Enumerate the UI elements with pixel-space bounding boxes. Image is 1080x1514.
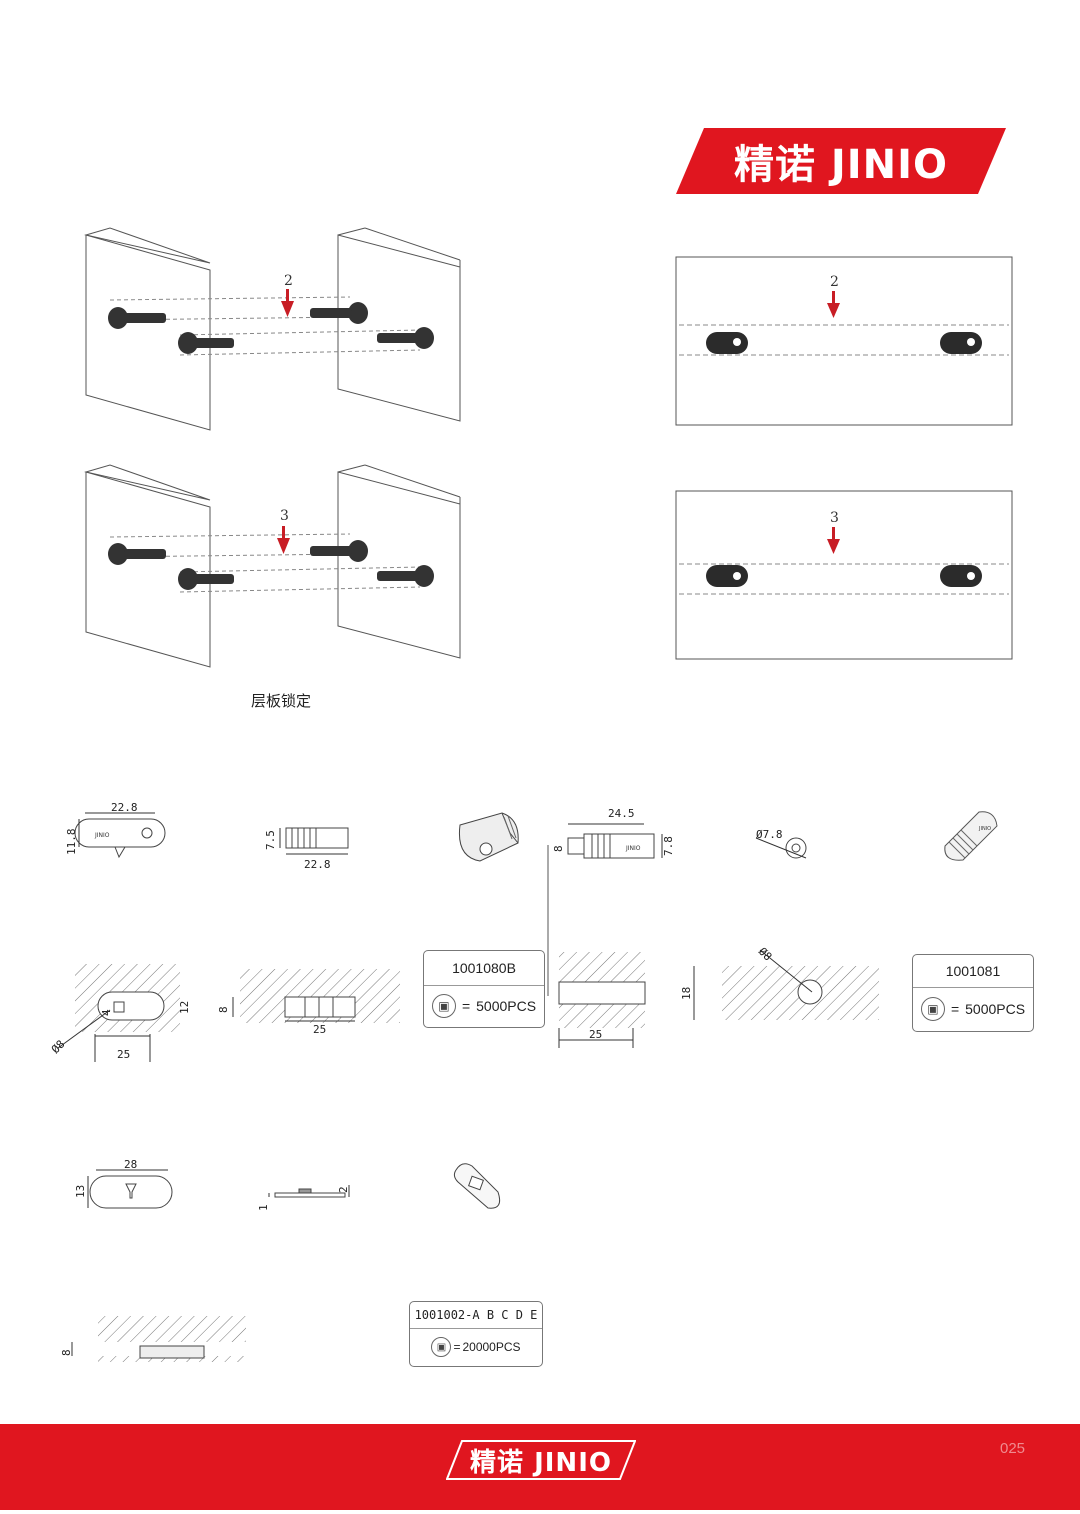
package-box-icon: ▣: [431, 1337, 452, 1357]
package-box-icon: ▣: [920, 997, 945, 1021]
section-drawing-2: 8 25: [217, 969, 400, 1036]
product-code-box: 1001081 ▣ = 5000PCS: [912, 954, 1034, 1032]
dimension-label: 1: [257, 1204, 270, 1211]
footer-brand-logo: 精诺 JINIO: [446, 1440, 636, 1480]
dimension-label: Ø8: [50, 1038, 67, 1057]
section-drawing-4: Ø8 18: [680, 945, 879, 1020]
dimension-label: 25: [117, 1048, 130, 1061]
section-drawing-5: 8: [60, 1316, 246, 1362]
dimension-label: 25: [313, 1023, 326, 1036]
dimension-label: Ø7.8: [756, 828, 783, 841]
equals-sign: =: [453, 1340, 461, 1354]
equals-sign: =: [461, 998, 471, 1014]
product-code: 1001081: [913, 955, 1033, 988]
package-quantity: 5000PCS: [476, 998, 537, 1014]
product-code: 1001080B: [424, 951, 544, 986]
cover-plate-side-drawing: 2 1: [257, 1185, 350, 1211]
down-arrow-icon: [277, 526, 290, 554]
dimension-label: 8: [217, 1006, 230, 1013]
dimension-label: 24.5: [608, 807, 635, 820]
bore-circle-drawing: Ø7.8: [755, 828, 807, 859]
dimension-label: 7.8: [662, 836, 675, 856]
brand-name: 精诺 JINIO: [733, 142, 949, 188]
package-quantity: 5000PCS: [965, 1001, 1026, 1017]
dimension-label: 13: [74, 1185, 87, 1198]
assembly-diagram-step-3: 3: [84, 464, 461, 668]
down-arrow-icon: [827, 291, 840, 318]
down-arrow-icon: [827, 527, 840, 554]
equals-sign: =: [950, 1001, 960, 1017]
dimension-label: 25: [589, 1028, 602, 1041]
section-drawing-3: 25: [558, 952, 646, 1048]
section-caption: 层板锁定: [251, 692, 312, 710]
package-quantity: 20000PCS: [462, 1340, 521, 1354]
package-box-icon: ▣: [431, 994, 456, 1018]
step-number: 2: [830, 274, 839, 290]
dimension-label: 18: [680, 987, 693, 1000]
brand-logo: 精诺 JINIO: [676, 128, 1006, 194]
dimension-label: 8: [60, 1349, 73, 1356]
dimension-label: 2: [337, 1186, 350, 1193]
front-view-step-2: 2: [675, 256, 1013, 426]
section-drawing-1: 25 4 12 Ø8: [50, 964, 191, 1062]
front-view-step-3: 3: [675, 490, 1013, 660]
dimension-label: 28: [124, 1160, 137, 1171]
assembly-diagram-step-2: 2: [84, 227, 461, 431]
dimension-label: 12: [178, 1001, 191, 1014]
product-code: 1001002-A B C D E: [410, 1302, 542, 1329]
footer-brand-name: 精诺 JINIO: [470, 1447, 612, 1478]
svg-text:JINIO: JINIO: [978, 826, 991, 832]
dimension-label: 22.8: [111, 801, 138, 814]
cam-drawing: 24.5 JINIO 8 7.8: [547, 807, 675, 996]
cover-plate-3d-view: [453, 1163, 501, 1209]
cam-3d-view: JINIO: [944, 811, 998, 861]
svg-text:JINIO: JINIO: [625, 845, 641, 852]
svg-text:JINIO: JINIO: [94, 832, 110, 839]
dimension-label: 22.8: [304, 858, 331, 871]
dimension-label: Ø8: [756, 945, 775, 964]
part-3d-view: [458, 812, 519, 862]
footer-bar: 精诺 JINIO 025: [0, 1424, 1080, 1510]
dimension-label: 11.8: [65, 829, 78, 856]
page-number: 025: [1000, 1440, 1026, 1457]
cover-plate-drawing: 28 13: [74, 1160, 173, 1209]
product-code-box: 1001080B ▣ = 5000PCS: [423, 950, 545, 1028]
step-number: 3: [280, 508, 289, 524]
step-number: 3: [830, 510, 839, 526]
part-drawing-front: JINIO 22.8 11.8: [65, 801, 166, 859]
dimension-label: 8: [552, 845, 565, 852]
product-code-box: 1001002-A B C D E ▣ =20000PCS: [409, 1301, 543, 1367]
down-arrow-icon: [281, 289, 294, 317]
part-drawing-side: 22.8 7.5: [264, 827, 349, 871]
step-number: 2: [284, 273, 293, 289]
dimension-label: 7.5: [264, 830, 277, 850]
